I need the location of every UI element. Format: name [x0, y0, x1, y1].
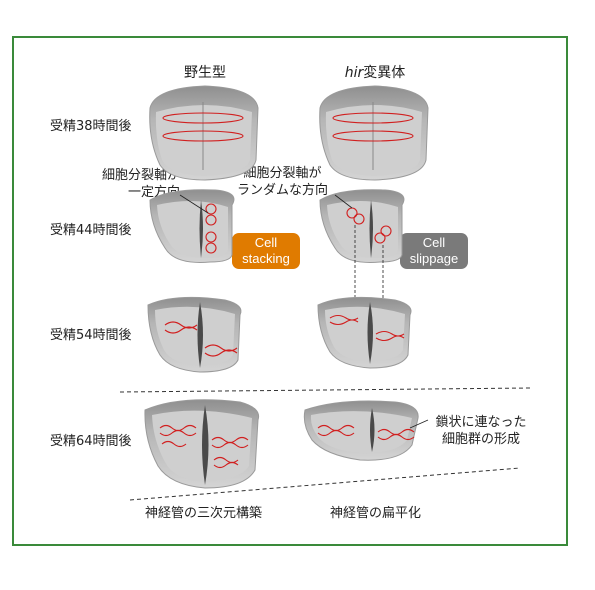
right-axis-note-line2: ランダムな方向	[236, 182, 328, 198]
cell-stacking-badge: Cell stacking	[232, 233, 300, 269]
wt-44h-neural-tube	[149, 189, 235, 263]
stage-label-38h: 受精38時間後	[50, 119, 132, 134]
left-axis-note-line1: 細胞分裂軸が	[101, 168, 180, 183]
chain-note-line1: 鎖状に連なった	[435, 415, 527, 430]
cell-stacking-line1: Cell	[254, 235, 278, 250]
mut-44h-neural-tube	[319, 189, 405, 334]
mut-54h-neural-tube	[317, 296, 412, 369]
figure-frame	[12, 36, 568, 546]
wt-54h-neural-tube	[147, 296, 242, 373]
bottom-label-left: 神経管の三次元構築	[145, 506, 263, 521]
right-axis-note: 細胞分裂軸が ランダムな方向	[225, 166, 340, 200]
mutant-suffix: 変異体	[363, 65, 406, 81]
separator-bottom	[129, 467, 521, 501]
mutant-gene-name: hir	[344, 65, 364, 81]
chain-note: 鎖状に連なった 細胞群の形成	[425, 415, 537, 449]
mut-38h-neural-tube	[319, 85, 429, 181]
wt-38h-neural-tube	[149, 85, 259, 181]
cell-slippage-badge: Cell slippage	[400, 233, 468, 269]
cell-slippage-line2: slippage	[409, 251, 459, 266]
mut-64h-flattened-neural-tube	[303, 400, 429, 461]
stage-label-44h: 受精44時間後	[50, 223, 132, 238]
wt-64h-neural-tube	[144, 399, 260, 489]
chain-note-line2: 細胞群の形成	[441, 431, 520, 447]
right-axis-note-line1: 細胞分裂軸が	[243, 166, 322, 181]
cell-slippage-line1: Cell	[422, 235, 446, 250]
mutant-title: hir変異体	[325, 62, 425, 82]
cell-stacking-line2: stacking	[242, 251, 290, 266]
stage-label-54h: 受精54時間後	[50, 328, 132, 343]
wild-type-title: 野生型	[184, 65, 226, 81]
stage-label-64h: 受精64時間後	[50, 434, 132, 449]
bottom-label-right: 神経管の扁平化	[330, 506, 422, 521]
separator-top	[119, 387, 531, 393]
